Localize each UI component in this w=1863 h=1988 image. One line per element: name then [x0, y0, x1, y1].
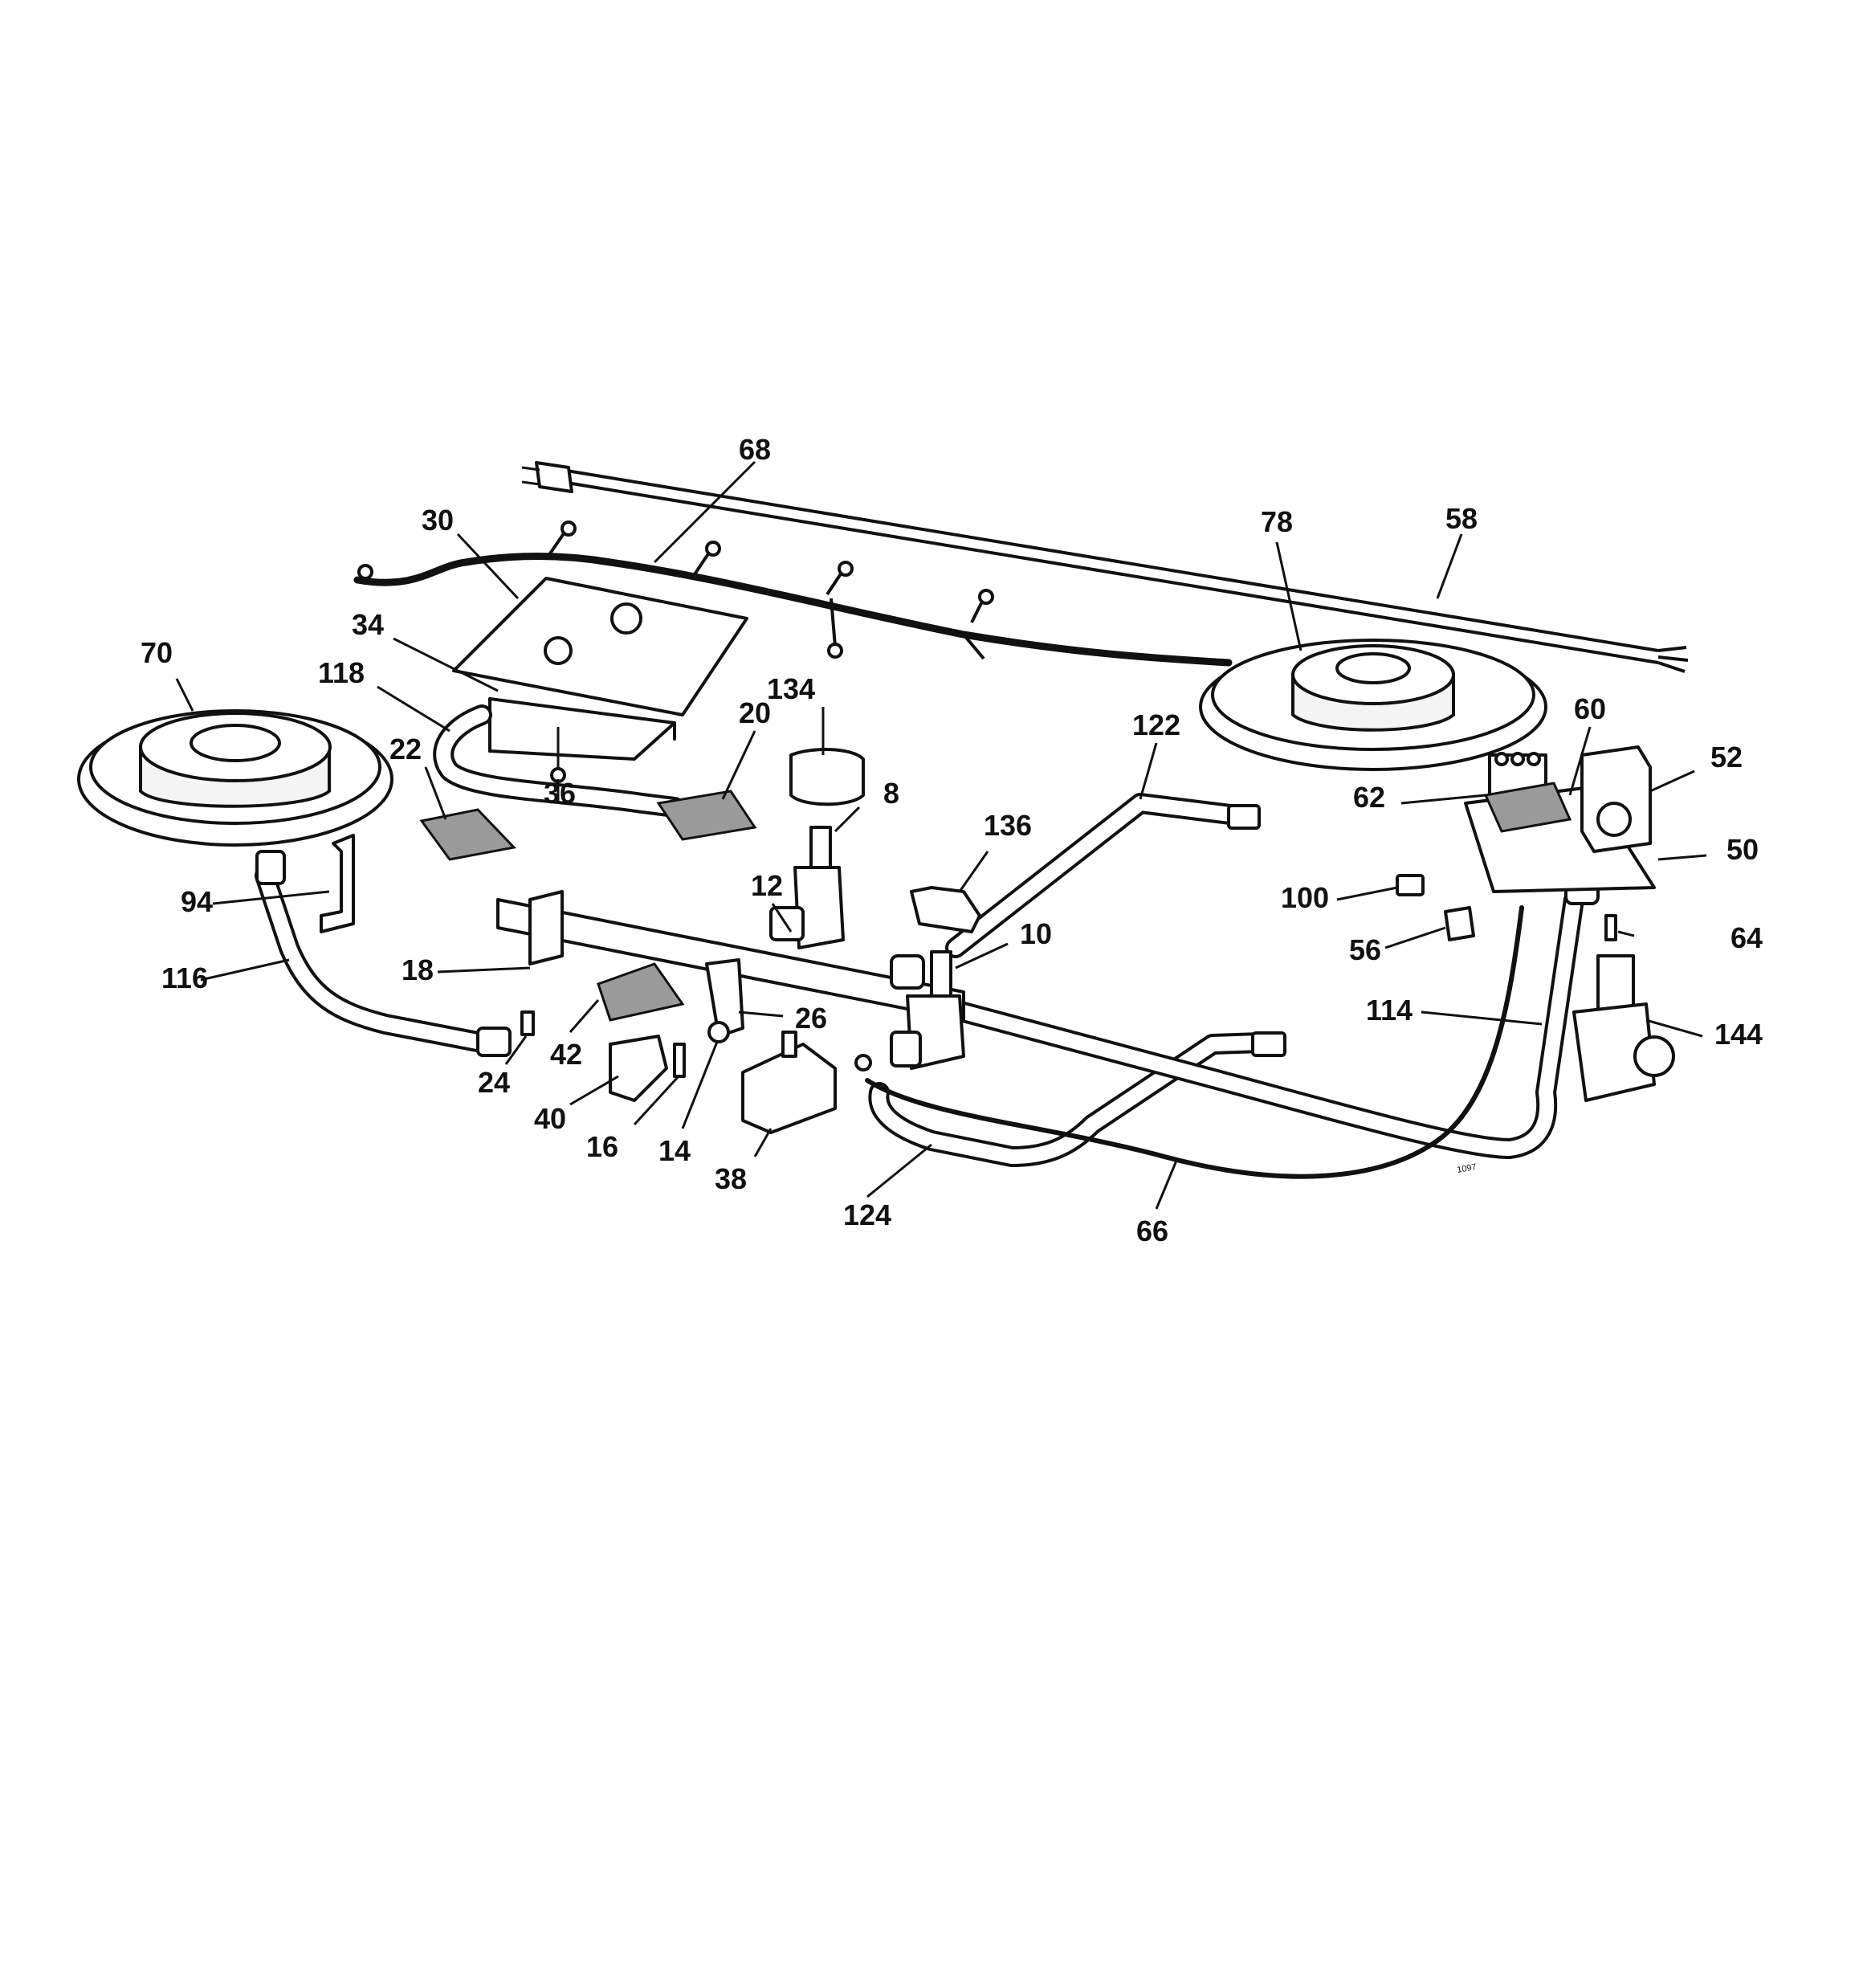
callout-14: 14: [658, 1134, 691, 1167]
burner-left: [77, 709, 393, 847]
callout-22: 22: [389, 733, 422, 765]
callout-10: 10: [1020, 917, 1052, 950]
callout-144: 144: [1714, 1018, 1763, 1051]
callout-18: 18: [402, 953, 434, 986]
drawing-stamp: 1097: [1456, 1162, 1477, 1175]
leader-lines: [175, 460, 1707, 1210]
bracket-18: [528, 890, 564, 965]
screw-16: [673, 1043, 686, 1078]
callout-66: 66: [1136, 1214, 1168, 1247]
bushing-56: [1444, 906, 1475, 941]
callout-78: 78: [1261, 505, 1293, 538]
callout-30: 30: [422, 504, 454, 537]
callout-60: 60: [1574, 692, 1606, 725]
callout-122: 122: [1132, 708, 1180, 741]
callout-36: 36: [544, 777, 576, 810]
callout-16: 16: [586, 1130, 618, 1163]
callout-40: 40: [534, 1102, 566, 1135]
burner-right: [1199, 639, 1547, 771]
screw-64: [1604, 914, 1617, 941]
callout-20: 20: [739, 696, 771, 729]
callout-68: 68: [739, 433, 771, 466]
callout-94: 94: [181, 885, 213, 918]
callout-58: 58: [1445, 502, 1478, 535]
wire-66: [854, 905, 1524, 1179]
pipe-122: [945, 793, 1261, 958]
callout-8: 8: [883, 777, 899, 810]
callout-42: 42: [550, 1038, 582, 1071]
callout-134: 134: [767, 672, 815, 705]
pad-62: [1483, 782, 1572, 833]
pad-42: [597, 962, 685, 1022]
pipe-118: [433, 704, 685, 818]
bracket-26: [705, 958, 744, 1038]
callout-114: 114: [1366, 994, 1413, 1027]
nut-14: [707, 1021, 730, 1043]
callout-64: 64: [1731, 921, 1763, 954]
knob-cap-134: [789, 748, 865, 806]
callout-70: 70: [141, 636, 173, 669]
control-box: [452, 577, 748, 783]
callout-100: 100: [1281, 881, 1329, 914]
callout-52: 52: [1710, 741, 1743, 774]
callout-26: 26: [795, 1002, 827, 1035]
callout-116: 116: [161, 961, 208, 994]
ignitor-38: [741, 1031, 837, 1134]
power-cord: [521, 461, 1689, 673]
callout-34: 34: [352, 608, 384, 641]
callout-118: 118: [318, 656, 365, 689]
callout-56: 56: [1349, 933, 1381, 966]
wire-harness: [353, 520, 1233, 667]
callout-24: 24: [478, 1066, 510, 1099]
callout-50: 50: [1726, 833, 1759, 866]
callout-124: 124: [843, 1198, 891, 1231]
screw-24: [520, 1010, 535, 1036]
bracket-94: [320, 834, 355, 933]
callout-38: 38: [715, 1162, 747, 1195]
grommet-100: [1396, 874, 1425, 896]
fitting-136: [890, 954, 925, 990]
callout-136: 136: [984, 809, 1032, 842]
solenoid-52: [1580, 745, 1652, 853]
pipe-116: [255, 850, 512, 1057]
pad-20: [656, 790, 757, 841]
pad-22: [419, 808, 516, 861]
regulator-144: [1572, 954, 1675, 1102]
callout-12: 12: [751, 869, 783, 902]
callout-62: 62: [1353, 781, 1385, 814]
clip-136: [910, 886, 981, 933]
switch-40: [609, 1035, 668, 1102]
valve-10: [890, 950, 965, 1070]
